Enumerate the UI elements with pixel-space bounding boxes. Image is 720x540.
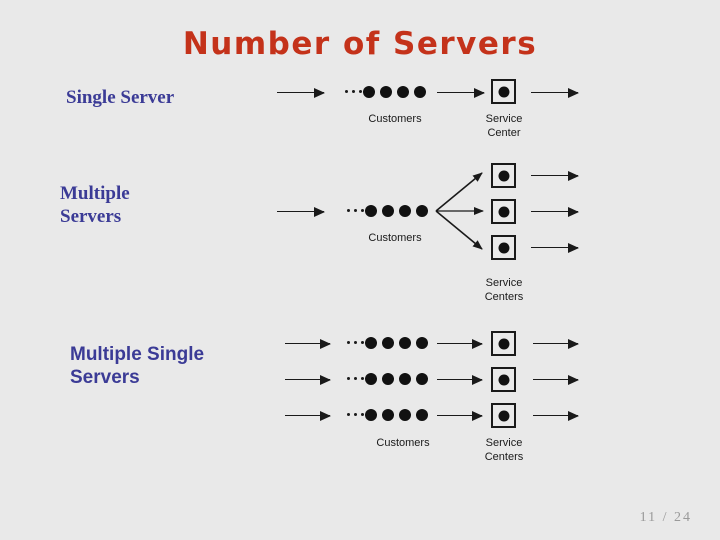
- departure-arrow: [533, 410, 579, 421]
- service-center-caption: Service Center: [485, 113, 523, 139]
- service-center-box: [491, 367, 516, 392]
- customer-queue: [365, 205, 428, 217]
- arrival-arrow: [285, 410, 331, 421]
- arrival-arrow: [285, 338, 331, 349]
- page-title: Number of Servers: [182, 26, 538, 62]
- departure-arrow: [531, 170, 579, 181]
- service-center-box: [491, 199, 516, 224]
- departure-arrow: [531, 87, 579, 98]
- service-center-box: [491, 331, 516, 356]
- departure-arrow: [531, 242, 579, 253]
- customer-queue: [365, 337, 428, 349]
- departure-arrow: [533, 374, 579, 385]
- customers-caption: Customers: [368, 232, 422, 244]
- customers-caption: Customers: [368, 113, 422, 125]
- service-centers-caption: Service Centers: [484, 277, 524, 303]
- queue-ellipsis-icon: [347, 209, 364, 212]
- service-center-box: [491, 403, 516, 428]
- page-counter: 11 / 24: [639, 510, 692, 525]
- queue-ellipsis-icon: [347, 341, 364, 344]
- queue-to-server-arrow: [437, 410, 483, 421]
- queue-ellipsis-icon: [347, 377, 364, 380]
- queue-to-server-arrow: [437, 374, 483, 385]
- customer-queue: [365, 409, 428, 421]
- customers-caption: Customers: [376, 437, 430, 449]
- queue-to-server-arrow: [437, 338, 483, 349]
- arrival-arrow: [277, 87, 325, 98]
- section-label-multiple-single-servers: Multiple Single Servers: [70, 344, 205, 389]
- arrival-arrow: [277, 206, 325, 217]
- departure-arrow: [531, 206, 579, 217]
- service-center-box: [491, 163, 516, 188]
- queue-to-server-arrow: [437, 87, 485, 98]
- branch-arrows: [435, 172, 484, 250]
- queue-ellipsis-icon: [345, 90, 362, 93]
- customer-queue: [365, 373, 428, 385]
- service-centers-caption: Service Centers: [484, 437, 524, 463]
- customer-queue: [363, 86, 426, 98]
- arrival-arrow: [285, 374, 331, 385]
- queue-ellipsis-icon: [347, 413, 364, 416]
- departure-arrow: [533, 338, 579, 349]
- service-center-box: [491, 235, 516, 260]
- section-label-single-server: Single Server: [66, 87, 175, 108]
- section-label-multiple-servers: Multiple Servers: [60, 183, 130, 228]
- service-center-box: [491, 79, 516, 104]
